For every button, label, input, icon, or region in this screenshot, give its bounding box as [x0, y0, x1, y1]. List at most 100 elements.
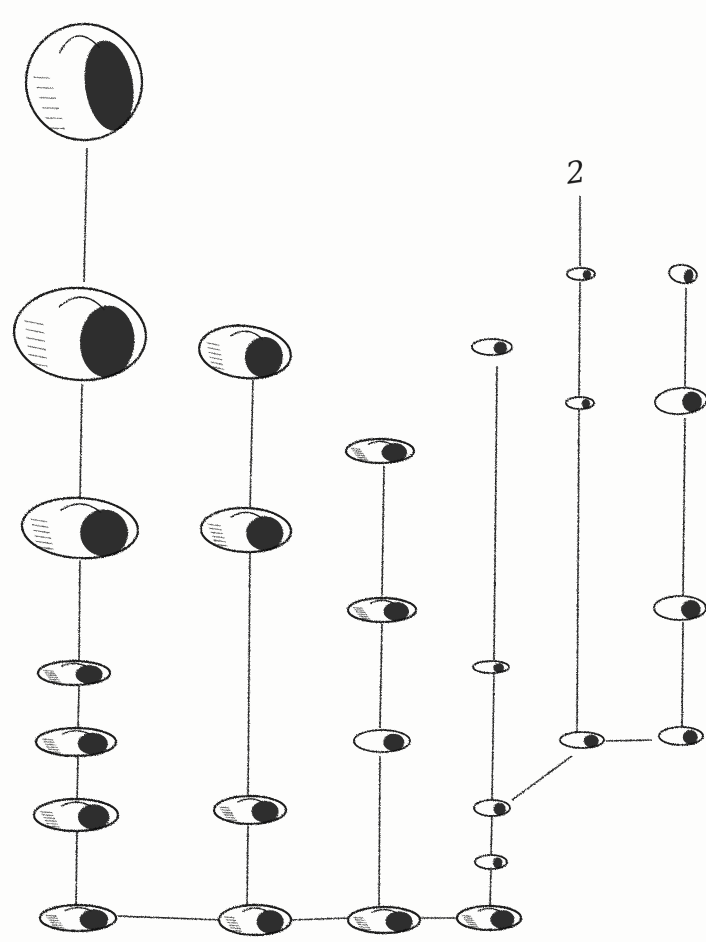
pebble-cap-outline — [367, 440, 393, 446]
connector-line — [491, 673, 495, 801]
pebble-shadow — [84, 40, 134, 131]
pebble-sketch — [34, 726, 118, 758]
pebble-sketch — [36, 659, 112, 687]
connector-line — [490, 813, 493, 857]
pebble-shadow — [385, 911, 413, 932]
pebble-sketch — [198, 324, 292, 380]
pebble-shadow — [244, 336, 283, 378]
pebble-sketch — [38, 903, 118, 933]
pebble-hatching — [353, 607, 371, 620]
connector-line — [378, 755, 381, 907]
pebble-shadow — [256, 910, 284, 934]
pebble-shadow — [381, 443, 408, 462]
connector-line — [79, 383, 83, 499]
connector-line — [75, 829, 78, 907]
connector-line — [381, 465, 385, 597]
pebble-sketch — [658, 726, 704, 746]
pebble-shadow — [683, 269, 694, 284]
pebble-cap-outline — [230, 511, 263, 520]
pebble-shadow — [246, 516, 284, 551]
connector-line — [681, 621, 684, 731]
pebble-shadow — [490, 910, 515, 929]
pebble-shadow — [77, 804, 110, 830]
pebble-sketch — [217, 903, 293, 937]
pebble-sketch — [471, 338, 513, 356]
connector-line — [684, 287, 687, 387]
pebble-sketch — [199, 506, 293, 554]
pebble-cap-outline — [230, 330, 264, 340]
pebble-sketch — [24, 22, 144, 142]
pebble-sketch — [20, 496, 140, 560]
pebble-sketch — [654, 387, 706, 415]
pebble-cap-outline — [242, 907, 268, 913]
pebble-sketch — [474, 854, 508, 870]
pebble-sketch — [455, 904, 523, 932]
pebble-sketch — [472, 660, 510, 674]
pebble-sketch — [212, 794, 288, 826]
pebble-hatching — [206, 342, 225, 370]
pebble-sketch — [353, 729, 411, 753]
pebble-sketch — [566, 267, 596, 281]
pebble-hatching — [351, 448, 369, 461]
pebble-hatching — [31, 518, 54, 550]
connector-line — [605, 739, 653, 742]
pebble-shadow — [493, 802, 506, 816]
pebble-cap-outline — [61, 730, 91, 735]
pebble-sketch — [668, 263, 698, 285]
pebble-shadow — [493, 663, 504, 673]
pebble-sketch — [653, 595, 706, 621]
pebble-sketch — [473, 799, 511, 817]
pebble-cap-outline — [237, 798, 263, 803]
pebble-shadow — [492, 857, 503, 869]
pebble-shadow — [75, 665, 103, 684]
pebble-shadow — [383, 733, 405, 751]
pebble-shadow — [77, 732, 108, 755]
pebble-shadow — [79, 909, 109, 930]
connector-line — [379, 623, 383, 729]
connector-line — [247, 551, 251, 797]
connector-lines — [75, 147, 687, 921]
pebble-cap-outline — [58, 296, 106, 311]
pebble-cap-outline — [60, 801, 92, 807]
pebble-shadow — [682, 730, 698, 745]
pebble-body — [668, 263, 698, 285]
pebble-shadow — [251, 800, 279, 823]
pebble-sketch — [346, 596, 418, 624]
connector-line — [578, 281, 581, 397]
pebble-shadow — [80, 509, 129, 557]
pebble-sketch — [565, 396, 595, 410]
connector-line — [78, 559, 81, 661]
pebble-hatching — [219, 806, 238, 821]
pebble-hatching — [45, 914, 64, 929]
pebble-shadow — [581, 399, 591, 409]
pebble-hatching — [461, 915, 479, 928]
connector-line — [77, 685, 80, 729]
connector-line — [76, 755, 79, 801]
pebble-cap-outline — [477, 907, 501, 913]
pebble-sketch — [32, 797, 120, 833]
connector-line — [83, 147, 88, 283]
pebble-shadow — [79, 305, 135, 378]
pebble-shadow — [582, 270, 592, 280]
connector-line — [289, 917, 351, 921]
pebble-sketch — [12, 286, 148, 382]
connector-line — [246, 825, 249, 907]
connector-line — [511, 755, 573, 801]
hand-label: 2 — [563, 155, 588, 192]
pebble-hatching — [207, 523, 228, 547]
pebble-hatching — [41, 738, 61, 753]
pebble-cap-outline — [369, 599, 395, 605]
connector-line — [117, 915, 221, 921]
pebble-cap-outline — [64, 906, 92, 912]
pebble-cap-outline — [61, 662, 87, 668]
connector-line — [493, 365, 498, 661]
pebble-sketch — [559, 731, 605, 749]
pebble-hatching — [353, 916, 372, 931]
pebble-hatching — [24, 320, 48, 367]
connector-line — [489, 869, 492, 907]
pebble-shadow — [682, 391, 702, 412]
pebble-sketch — [346, 905, 422, 935]
connector-line — [576, 409, 580, 733]
